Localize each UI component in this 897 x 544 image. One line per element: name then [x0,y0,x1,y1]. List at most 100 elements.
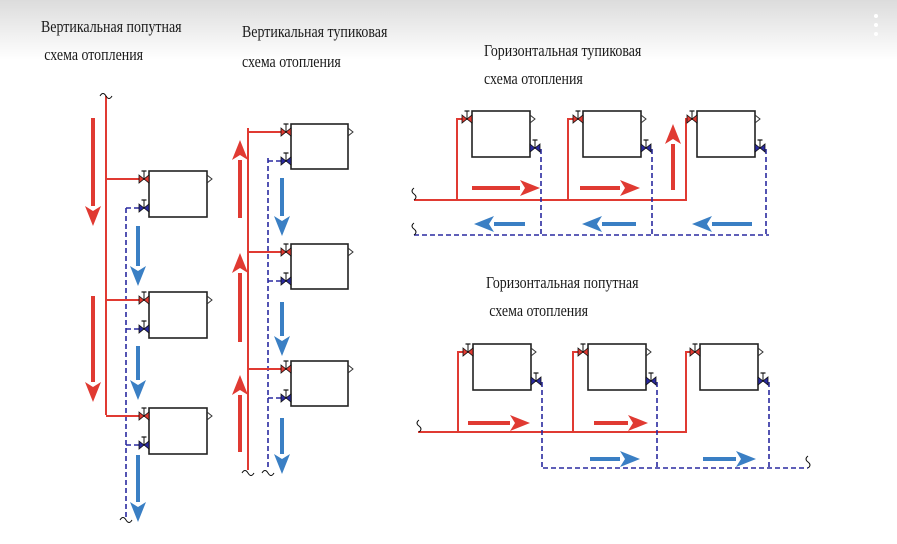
pipe-break-mark [411,222,417,236]
radiator [696,110,761,158]
pipe-break-mark [119,517,133,523]
supply-flow-arrow-right [472,180,540,196]
air-vent-icon [530,347,537,357]
pipe-break-mark [416,419,422,433]
supply-valve-icon [138,291,150,305]
pipe-break-mark [241,470,255,476]
title-line1: Горизонтальная тупиковая [484,41,642,60]
supply-valve-icon [572,110,584,124]
radiator-return-branch [759,147,767,235]
air-vent-icon [529,114,536,124]
supply-flow-arrow-right [580,180,640,196]
supply-valve-icon [462,343,474,357]
supply-flow-arrow-up-head [232,375,248,395]
return-flow-arrow-right [590,451,640,467]
return-flow-arrow-right-head [620,451,640,467]
title-horizontal-deadend: Горизонтальная тупиковая схема отопления [484,40,641,90]
supply-flow-arrow-up [232,375,248,452]
supply-flow-arrow-down [85,118,101,226]
supply-valve-icon [138,407,150,421]
title-vertical-counterflow: Вертикальная попутная схема отопления [41,16,182,66]
radiator [587,343,652,391]
supply-flow-arrow-right-head [620,180,640,196]
radiator-supply-branch [567,118,579,200]
radiator-return-branch [650,380,658,468]
return-flow-arrow-down [130,346,146,400]
radiator [471,110,536,158]
return-flow-arrow-right-head [736,451,756,467]
return-flow-arrow-left-head [582,216,602,232]
supply-flow-arrow-right-head [628,415,648,431]
supply-flow-arrow-right [594,415,648,431]
return-flow-arrow-down [130,226,146,286]
radiator-return-branch [762,380,770,468]
return-flow-arrow-left [692,216,752,232]
return-flow-arrow-down-head [274,336,290,356]
radiator-body [148,407,208,455]
supply-flow-arrow-right [468,415,530,431]
more-options-button[interactable] [872,14,880,36]
title-line1: Горизонтальная попутная [486,273,639,292]
radiator-body [471,110,531,158]
return-valve-icon [529,139,541,153]
return-valve-icon [280,152,292,166]
radiator [148,291,213,339]
title-vertical-deadend: Вертикальная тупиковая схема отопления [242,21,387,73]
air-vent-icon [645,347,652,357]
radiator-return-branch [535,380,543,468]
supply-valve-icon [280,360,292,374]
air-vent-icon [206,411,213,421]
return-flow-arrow-left-head [474,216,494,232]
return-flow-arrow-left [582,216,636,232]
air-vent-icon [757,347,764,357]
return-flow-arrow-down-head [130,380,146,400]
supply-flow-arrow-up-head [665,124,681,144]
supply-flow-arrow-right-head [520,180,540,196]
radiator-supply-branch [456,118,468,200]
air-vent-icon [206,174,213,184]
radiator-body [472,343,532,391]
radiator-body [148,170,208,218]
title-horizontal-counterflow: Горизонтальная попутная схема отопления [486,272,639,322]
supply-flow-arrow-up-head [232,253,248,273]
menu-dot [874,32,878,36]
radiator-supply-branch [572,351,584,432]
return-flow-arrow-right [703,451,756,467]
return-flow-arrow-down [274,418,290,474]
radiator-return-branch [645,147,653,235]
air-vent-icon [347,247,354,257]
supply-valve-icon [686,110,698,124]
return-valve-icon [530,372,542,386]
return-valve-icon [757,372,769,386]
title-line2: схема отопления [489,301,589,320]
return-valve-icon [640,139,652,153]
radiator [290,123,354,170]
horizontal-counterflow-supply-main [418,351,696,433]
return-valve-icon [138,199,150,213]
radiator [290,360,354,407]
radiator [148,407,213,455]
title-line2: схема отопления [242,52,341,71]
return-valve-icon [280,272,292,286]
title-line2: схема отопления [44,45,144,64]
return-valve-icon [280,389,292,403]
return-valve-icon [645,372,657,386]
title-line2: схема отопления [484,69,583,88]
pipe-break-mark [805,455,811,469]
air-vent-icon [754,114,761,124]
return-flow-arrow-left-head [692,216,712,232]
return-flow-arrow-down [274,302,290,356]
return-flow-arrow-down-head [274,216,290,236]
radiator-body [696,110,756,158]
return-flow-arrow-down-head [130,266,146,286]
radiator [290,243,354,290]
radiator [582,110,647,158]
radiator [148,170,213,218]
menu-dot [874,23,878,27]
supply-valve-icon [461,110,473,124]
radiator [472,343,537,391]
radiator-body [587,343,647,391]
air-vent-icon [640,114,647,124]
air-vent-icon [206,295,213,305]
